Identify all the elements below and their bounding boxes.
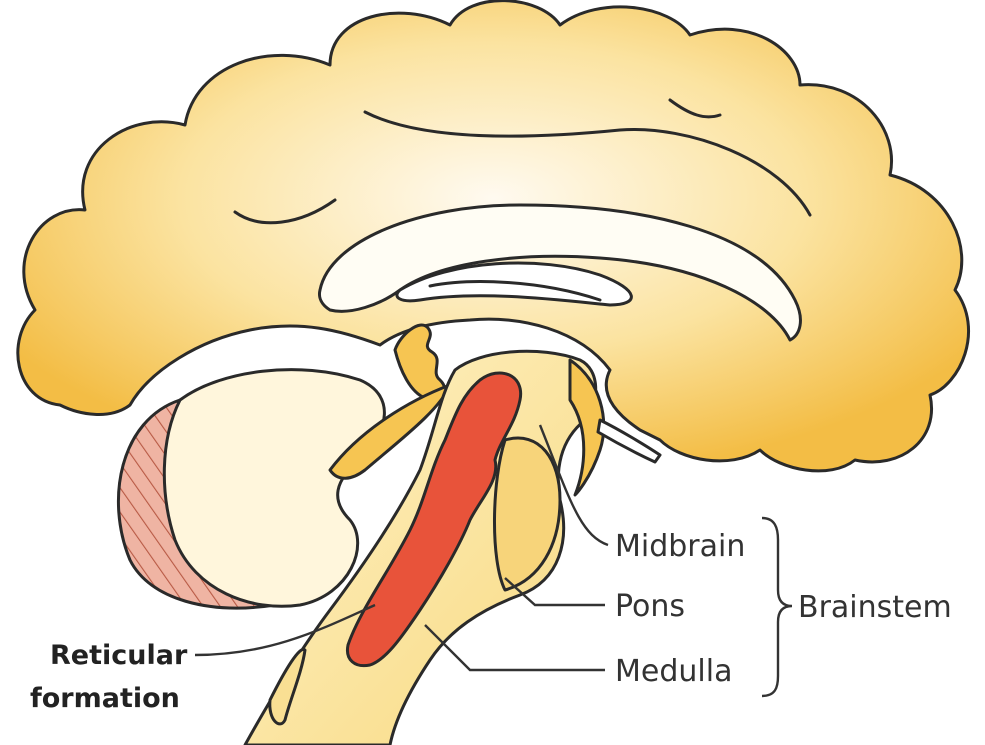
medulla-label: Medulla (615, 654, 732, 689)
reticular-formation-label-line2: formation (30, 683, 180, 714)
fourth-ventricle (328, 383, 452, 480)
fornix (428, 280, 602, 302)
brainstem-label: Brainstem (798, 590, 952, 625)
cortex-sulcus (363, 110, 812, 217)
pons-leader (504, 577, 605, 607)
corpus-callosum (318, 203, 802, 342)
pituitary-stalk (596, 418, 662, 464)
pons (493, 436, 562, 592)
reticular-formation (345, 371, 523, 668)
reticular-leader (194, 603, 376, 657)
pons-label: Pons (615, 589, 685, 624)
cerebellum (162, 368, 386, 608)
midbrain-label: Midbrain (615, 529, 745, 564)
cortex-sulcus (233, 198, 337, 225)
medulla-leader (424, 624, 605, 672)
spinal-cord-edge (268, 647, 307, 726)
midbrain-leader (538, 424, 609, 547)
brainstem-brace (761, 516, 793, 698)
hypothalamus (568, 358, 606, 497)
tectum (393, 323, 447, 401)
cortex-sulcus (668, 98, 722, 119)
reticular-formation-label-line1: Reticular (50, 640, 188, 671)
